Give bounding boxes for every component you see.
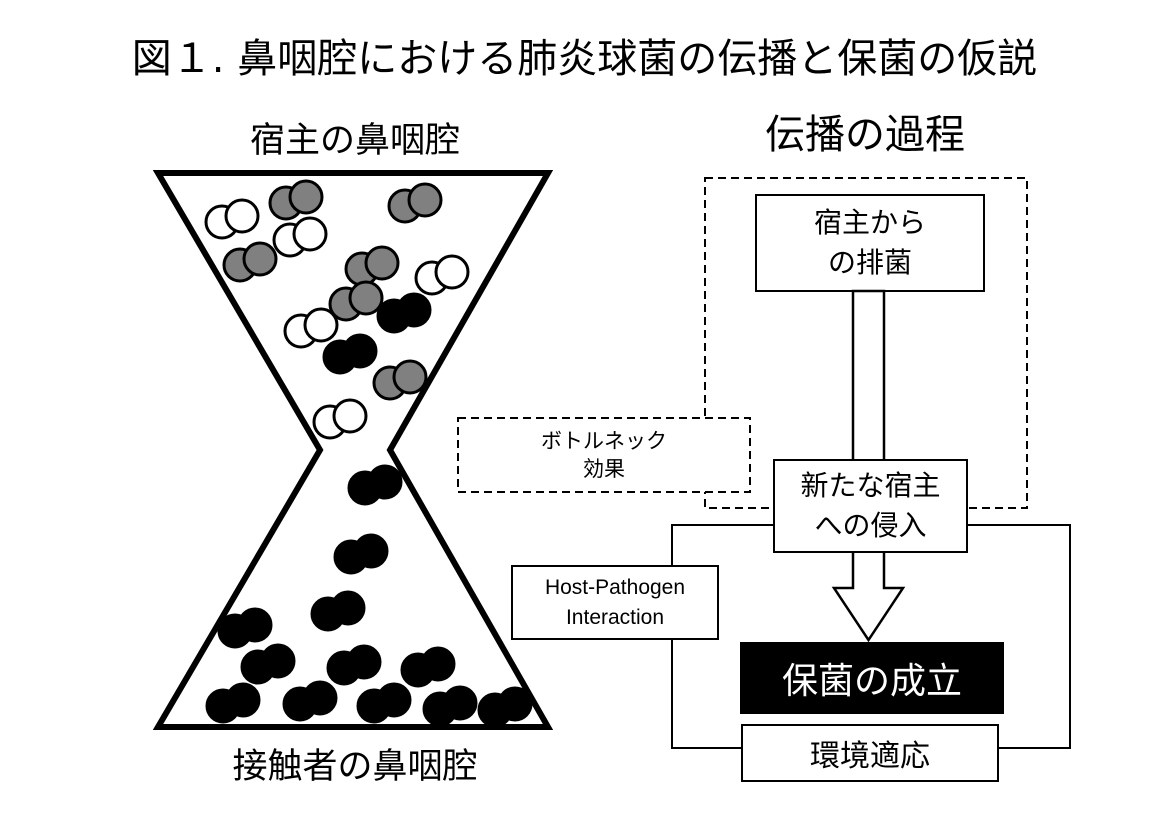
coccus-cell: [367, 464, 403, 500]
bacterium-black: [422, 685, 478, 727]
hpi-line-1: Host-Pathogen: [544, 575, 686, 599]
coccus-cell: [442, 685, 478, 721]
transmission-process-title: 伝播の過程: [765, 112, 965, 158]
hourglass-outline: [152, 170, 554, 730]
bacterium-black: [347, 464, 403, 506]
bacterium-black: [356, 682, 412, 724]
hpi-box-frame: [511, 565, 719, 640]
carriage-box-frame: [740, 642, 1004, 714]
bacterium-black: [282, 680, 338, 722]
figure-title: 図１. 鼻咽腔における肺炎球菌の伝播と保菌の仮説: [131, 36, 1038, 82]
invasion-line-1: 新たな宿主: [800, 469, 941, 502]
coccus-cell: [407, 182, 443, 218]
bottleneck-box: ボトルネック 効果: [458, 418, 750, 492]
bacterium-white: [272, 216, 328, 258]
coccus-cell: [288, 179, 324, 215]
bottleneck-line-1: ボトルネック: [541, 429, 667, 453]
bottleneck-line-2: 効果: [583, 457, 625, 481]
invasion-box-frame: [773, 459, 968, 553]
bacterium-black: [310, 590, 366, 632]
contact-nasopharynx-label: 接触者の鼻咽腔: [232, 747, 478, 787]
coccus-cell: [292, 216, 328, 252]
shedding-line-1: 宿主から: [813, 206, 926, 239]
bacterium-gray: [372, 359, 428, 401]
environment-label: 環境適応: [810, 739, 930, 774]
bacterium-gray: [387, 182, 443, 224]
bacterium-black: [333, 533, 389, 575]
coccus-cell: [260, 643, 296, 679]
bacterium-gray: [222, 241, 278, 283]
environment-box-frame: [741, 724, 999, 782]
bacterium-gray: [328, 280, 384, 322]
coccus-cell: [242, 241, 278, 277]
coccus-cell: [353, 533, 389, 569]
bacterium-black: [240, 643, 296, 685]
coccus-cell: [224, 198, 260, 234]
coccus-cell: [237, 607, 273, 643]
coccus-cell: [420, 646, 456, 682]
bacterium-white: [312, 398, 368, 440]
coccus-cell: [302, 680, 338, 716]
coccus-cell: [330, 590, 366, 626]
coccus-cell: [396, 292, 432, 328]
bacterium-black: [217, 607, 273, 649]
bacterium-black: [322, 333, 378, 375]
invasion-box: 新たな宿主 への侵入: [774, 460, 967, 552]
environment-box: 環境適応: [742, 725, 998, 781]
coccus-cell: [392, 359, 428, 395]
carriage-box: 保菌の成立: [740, 642, 1004, 714]
coccus-cell: [346, 644, 382, 680]
coccus-cell: [497, 686, 533, 722]
coccus-cell: [225, 682, 261, 718]
coccus-cell: [332, 398, 368, 434]
bacterium-black: [477, 686, 533, 728]
bacterium-gray: [268, 179, 324, 221]
coccus-cell: [364, 245, 400, 281]
bottleneck-dashed-frame: [457, 417, 751, 493]
bacterium-black: [326, 644, 382, 686]
host-pathogen-box: Host-Pathogen Interaction: [512, 566, 718, 639]
bacterium-gray: [344, 245, 400, 287]
shedding-box-frame: [755, 194, 985, 292]
carriage-label: 保菌の成立: [781, 661, 962, 702]
bacterium-black: [400, 646, 456, 688]
hpi-line-2: Interaction: [565, 605, 665, 629]
shedding-box: 宿主から の排菌: [756, 195, 984, 291]
coccus-cell: [348, 280, 384, 316]
coccus-cell: [342, 333, 378, 369]
bacterium-white: [283, 307, 339, 349]
shedding-line-2: の排菌: [827, 246, 912, 279]
bacterium-white: [204, 198, 260, 240]
bacteria-layer: [204, 179, 533, 728]
bacterium-white: [414, 254, 470, 296]
bacterium-black: [205, 682, 261, 724]
loop-line-right: [967, 524, 1071, 749]
coccus-cell: [303, 307, 339, 343]
invasion-line-2: への侵入: [814, 509, 927, 542]
host-nasopharynx-label: 宿主の鼻咽腔: [249, 121, 460, 161]
bacterium-black: [376, 292, 432, 334]
coccus-cell: [376, 682, 412, 718]
coccus-cell: [434, 254, 470, 290]
